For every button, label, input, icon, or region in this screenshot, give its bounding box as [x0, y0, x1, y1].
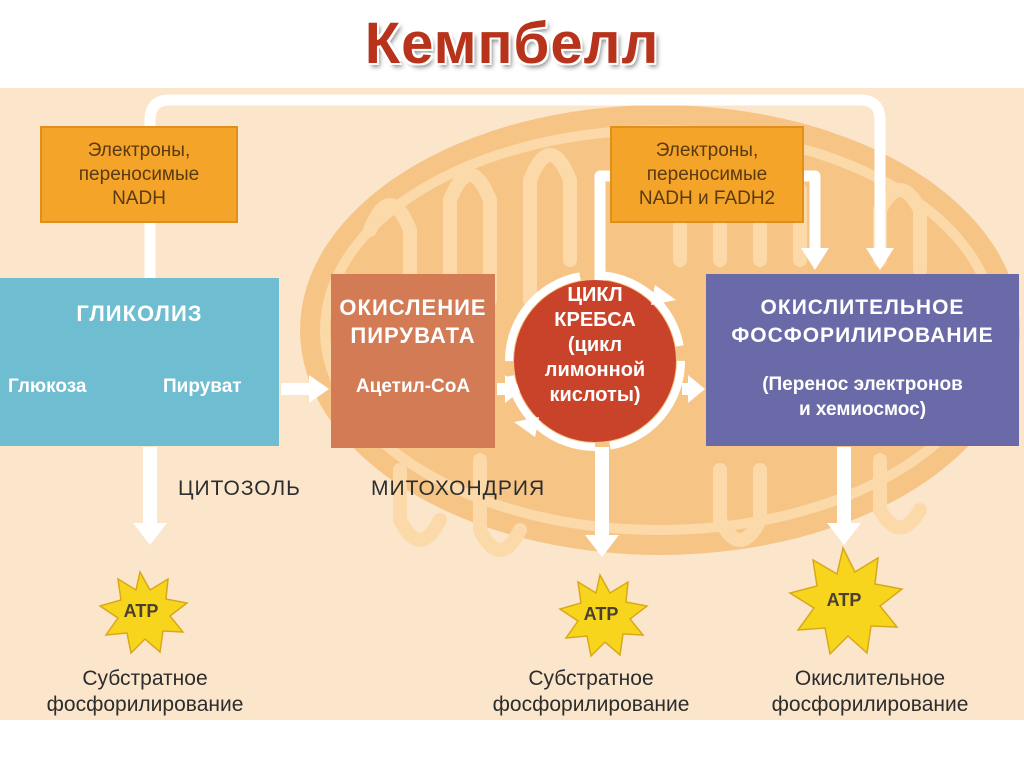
krebs-line2: КРЕБСА: [554, 309, 636, 331]
arrow-nadh-to-oxphos: [144, 94, 894, 278]
electrons-nadh-line2: переносимые: [78, 163, 200, 185]
krebs-label: ЦИКЛ КРЕБСА (цикл лимонной кислоты): [514, 283, 676, 408]
arrow-krebs-to-oxphos-side: [682, 375, 705, 403]
bottom-middle-line2: фосфорилирование: [492, 693, 690, 716]
arrow-glycolysis-to-pyruvate: [281, 375, 329, 403]
bottom-right-line1: Окислительное: [794, 667, 946, 690]
arrow-down-krebs: [585, 447, 619, 557]
electrons-nadh-fadh2-box: Электроны, переносимые NADH и FADH2: [610, 126, 804, 223]
glycolysis-box: ГЛИКОЛИЗ Глюкоза Пируват: [0, 278, 279, 446]
glucose-label: Глюкоза: [8, 376, 87, 397]
electrons-fadh2-line2: переносимые: [646, 163, 768, 185]
pyruvate-label: Пируват: [163, 376, 242, 397]
arrow-krebs-to-oxphos: [594, 170, 829, 290]
krebs-line4: лимонной: [544, 359, 646, 381]
glycolysis-title: ГЛИКОЛИЗ: [76, 301, 203, 326]
oxphos-line2: ФОСФОРИЛИРОВАНИЕ: [731, 324, 994, 347]
atp-label-right: ATP: [826, 590, 862, 610]
atp-label-middle: ATP: [583, 604, 619, 624]
bottom-middle-line1: Субстратное: [528, 667, 654, 690]
atp-label-left: ATP: [123, 601, 159, 621]
arrow-down-glycolysis: [133, 447, 167, 545]
page-title: Кемпбелл: [364, 11, 660, 76]
krebs-cycle-circle: [505, 271, 685, 451]
atp-star-left: [98, 569, 189, 655]
electrons-nadh-line1: Электроны,: [87, 139, 191, 161]
krebs-line1: ЦИКЛ: [567, 284, 623, 306]
atp-star-middle: [558, 572, 649, 658]
bottom-left-line2: фосфорилирование: [46, 693, 244, 716]
oxphos-line3: (Перенос электронов: [762, 374, 963, 395]
bottom-right-line2: фосфорилирование: [771, 693, 969, 716]
krebs-line3: (цикл: [567, 334, 623, 356]
pyruvate-oxidation-line1: ОКИСЛЕНИЕ: [339, 295, 487, 320]
pyruvate-oxidation-line2: ПИРУВАТА: [350, 323, 476, 348]
oxphos-line1: ОКИСЛИТЕЛЬНОЕ: [760, 296, 965, 319]
acetyl-coa-label: Ацетил-CoA: [355, 376, 471, 397]
bottom-label-middle: Субстратное фосфорилирование: [466, 666, 716, 718]
krebs-line5: кислоты): [549, 384, 641, 406]
cytosol-label: ЦИТОЗОЛЬ: [178, 477, 301, 500]
atp-star-right: [788, 545, 904, 656]
mitochondria-label: МИТОХОНДРИЯ: [371, 477, 546, 500]
electrons-nadh-box: Электроны, переносимые NADH: [40, 126, 238, 223]
pyruvate-oxidation-box: ОКИСЛЕНИЕ ПИРУВАТА Ацетил-CoA: [331, 274, 495, 448]
bottom-left-line1: Субстратное: [82, 667, 208, 690]
bottom-label-left: Субстратное фосфорилирование: [20, 666, 270, 718]
electrons-nadh-line3: NADH: [112, 187, 166, 209]
arrow-down-oxphos: [827, 447, 861, 545]
electrons-fadh2-line3: NADH и FADH2: [638, 187, 776, 209]
oxphos-line4: и хемиосмос): [798, 399, 927, 420]
electrons-fadh2-line1: Электроны,: [655, 139, 759, 161]
oxidative-phosphorylation-box: ОКИСЛИТЕЛЬНОЕ ФОСФОРИЛИРОВАНИЕ (Перенос …: [706, 274, 1019, 446]
bottom-label-right: Окислительное фосфорилирование: [742, 666, 998, 718]
